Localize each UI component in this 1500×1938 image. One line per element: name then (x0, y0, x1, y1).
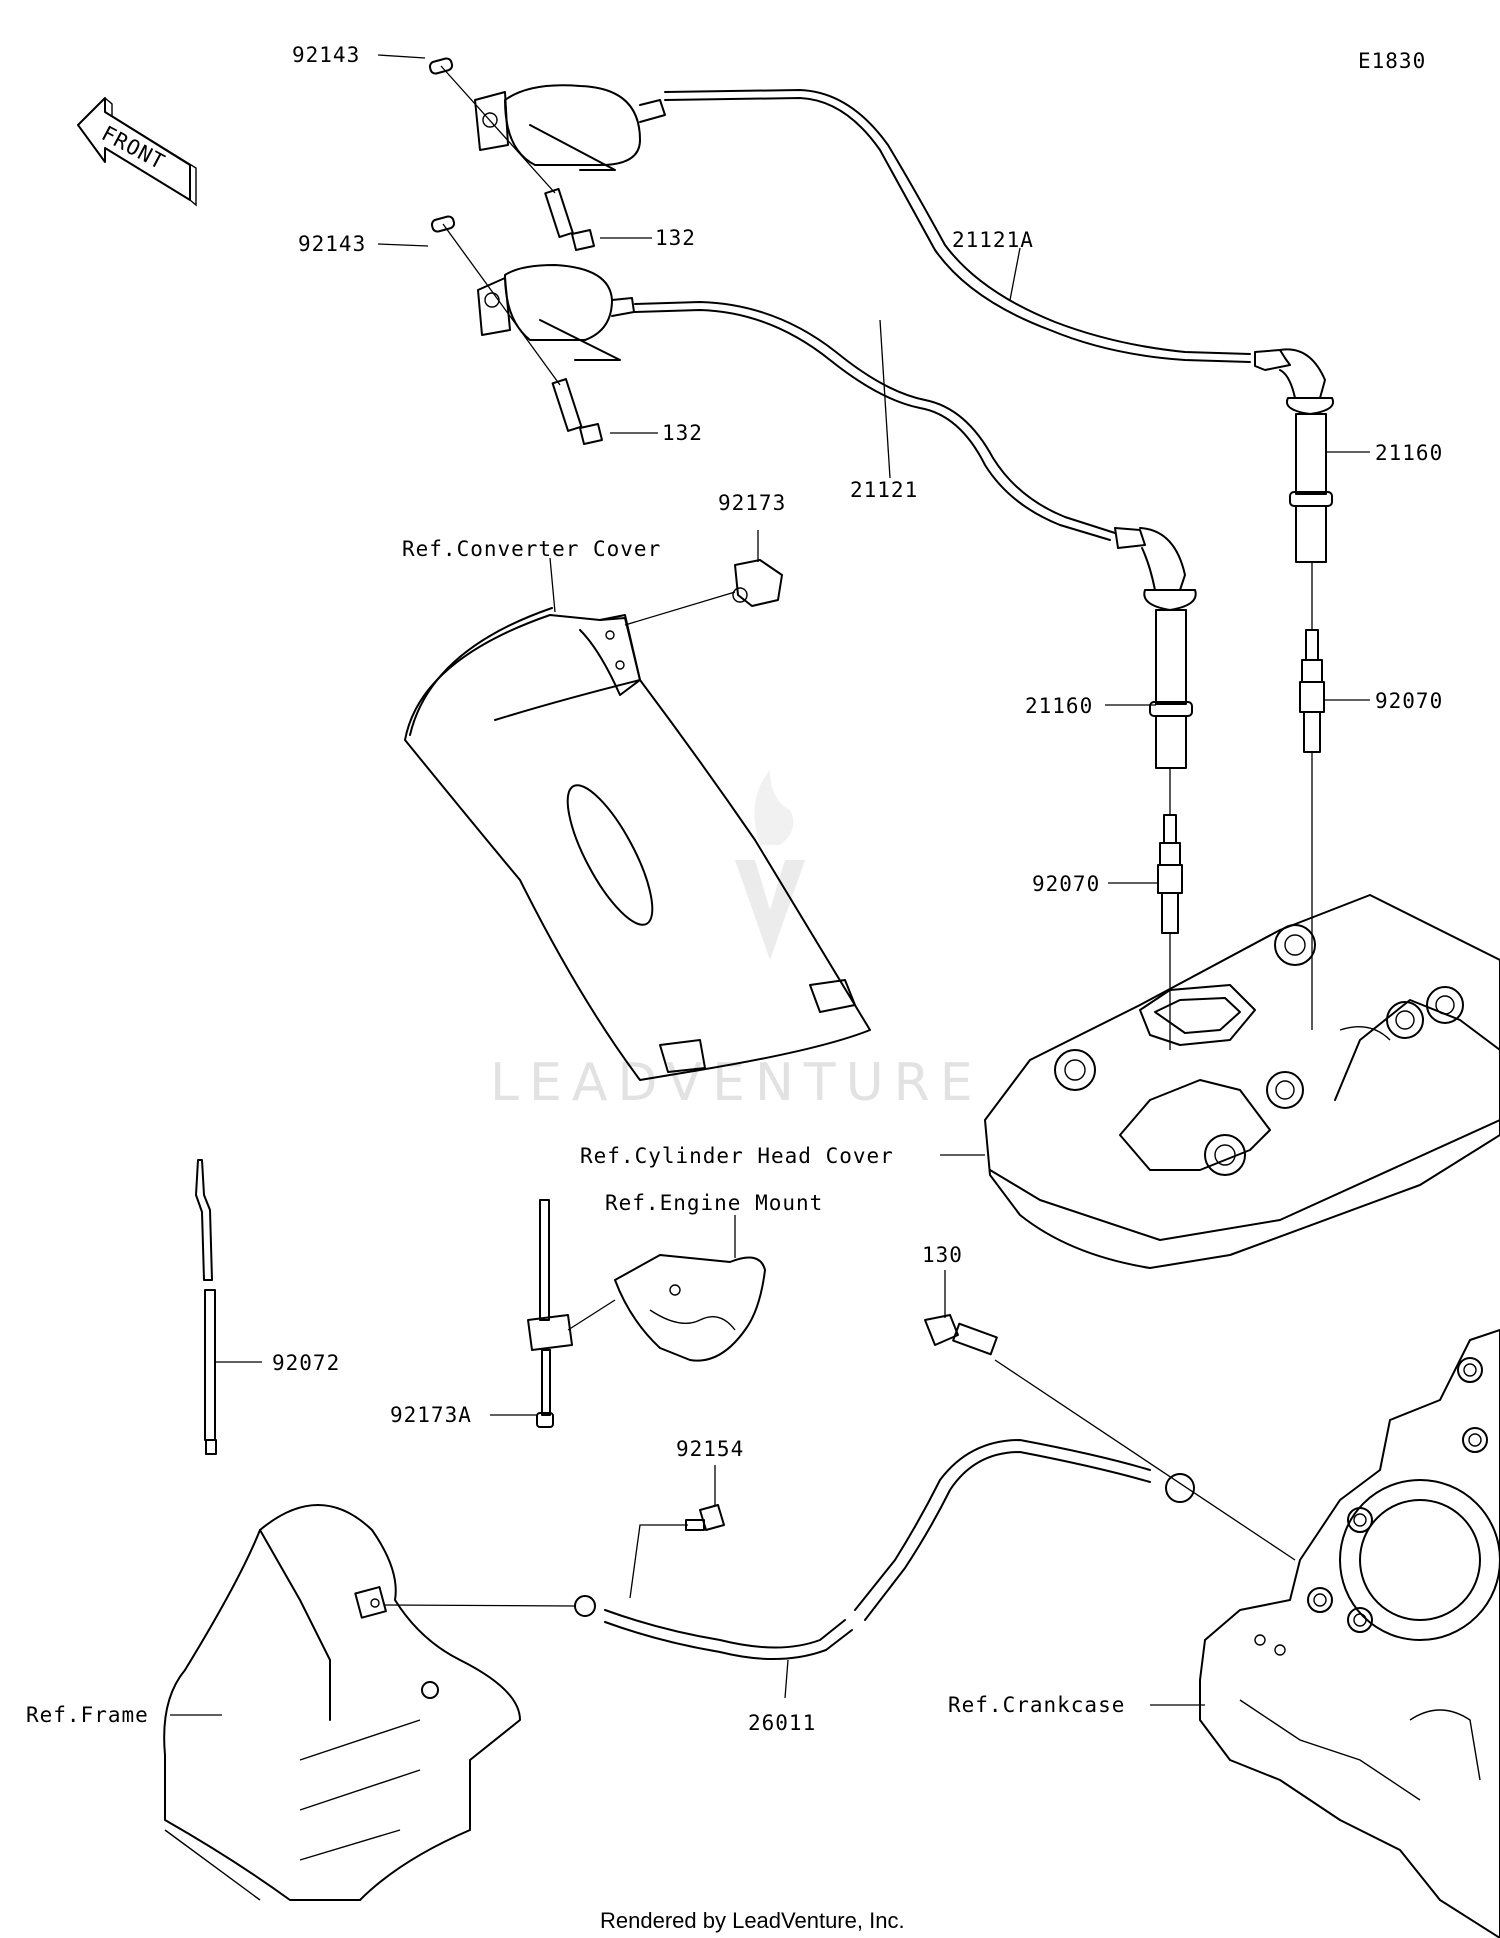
front-arrow-icon: FRONT (77, 97, 197, 207)
ignition-coil-lower (430, 215, 635, 361)
label-ref-converter-cover: Ref.Converter Cover (402, 537, 661, 561)
label-26011: 26011 (748, 1711, 816, 1735)
label-21160-right: 21160 (1375, 441, 1443, 465)
plug-cap-upper (1254, 348, 1334, 563)
label-21121: 21121 (850, 478, 918, 502)
bolt-130 (924, 1314, 998, 1356)
label-92173: 92173 (718, 491, 786, 515)
spark-plug-upper (1299, 629, 1325, 753)
ground-lead-26011 (574, 1439, 1195, 1661)
bolt-92154 (685, 1504, 725, 1531)
label-132-upper: 132 (655, 226, 696, 250)
label-92154: 92154 (676, 1437, 744, 1461)
diagram-code: E1830 (1358, 49, 1426, 73)
bolt-132-lower (551, 378, 603, 445)
label-92072: 92072 (272, 1351, 340, 1375)
converter-cover (404, 607, 871, 1081)
label-130: 130 (922, 1243, 963, 1267)
watermark-text: LEADVENTURE (490, 1053, 983, 1113)
label-ref-crankcase: Ref.Crankcase (948, 1693, 1125, 1717)
band-92072 (195, 1159, 217, 1455)
footer-credit: Rendered by LeadVenture, Inc. (600, 1908, 905, 1933)
watermark-logo (735, 770, 805, 960)
label-ref-frame: Ref.Frame (26, 1703, 149, 1727)
label-ref-engine-mount: Ref.Engine Mount (605, 1191, 823, 1215)
lead-21121a (664, 97, 1251, 363)
bolt-132-upper (544, 187, 595, 251)
label-92143-upper: 92143 (292, 43, 360, 67)
label-92173a: 92173A (390, 1403, 472, 1427)
cylinder-head-cover (984, 894, 1500, 1269)
label-92070-left: 92070 (1032, 872, 1100, 896)
lead-21121 (634, 309, 1111, 541)
label-92070-right: 92070 (1375, 689, 1443, 713)
plug-cap-lower (1114, 527, 1197, 769)
label-21160-left: 21160 (1025, 694, 1093, 718)
label-92143-lower: 92143 (298, 232, 366, 256)
ignition-coil-upper (428, 57, 666, 171)
spark-plug-lower (1157, 814, 1183, 934)
engine-mount (614, 1254, 766, 1362)
label-132-lower: 132 (662, 421, 703, 445)
clamp-92173a (527, 1199, 573, 1428)
label-21121a: 21121A (952, 228, 1034, 252)
clamp-92173 (732, 559, 783, 607)
frame (163, 1504, 521, 1901)
crankcase (1199, 1329, 1500, 1938)
label-ref-cylinder-head-cover: Ref.Cylinder Head Cover (580, 1144, 894, 1168)
